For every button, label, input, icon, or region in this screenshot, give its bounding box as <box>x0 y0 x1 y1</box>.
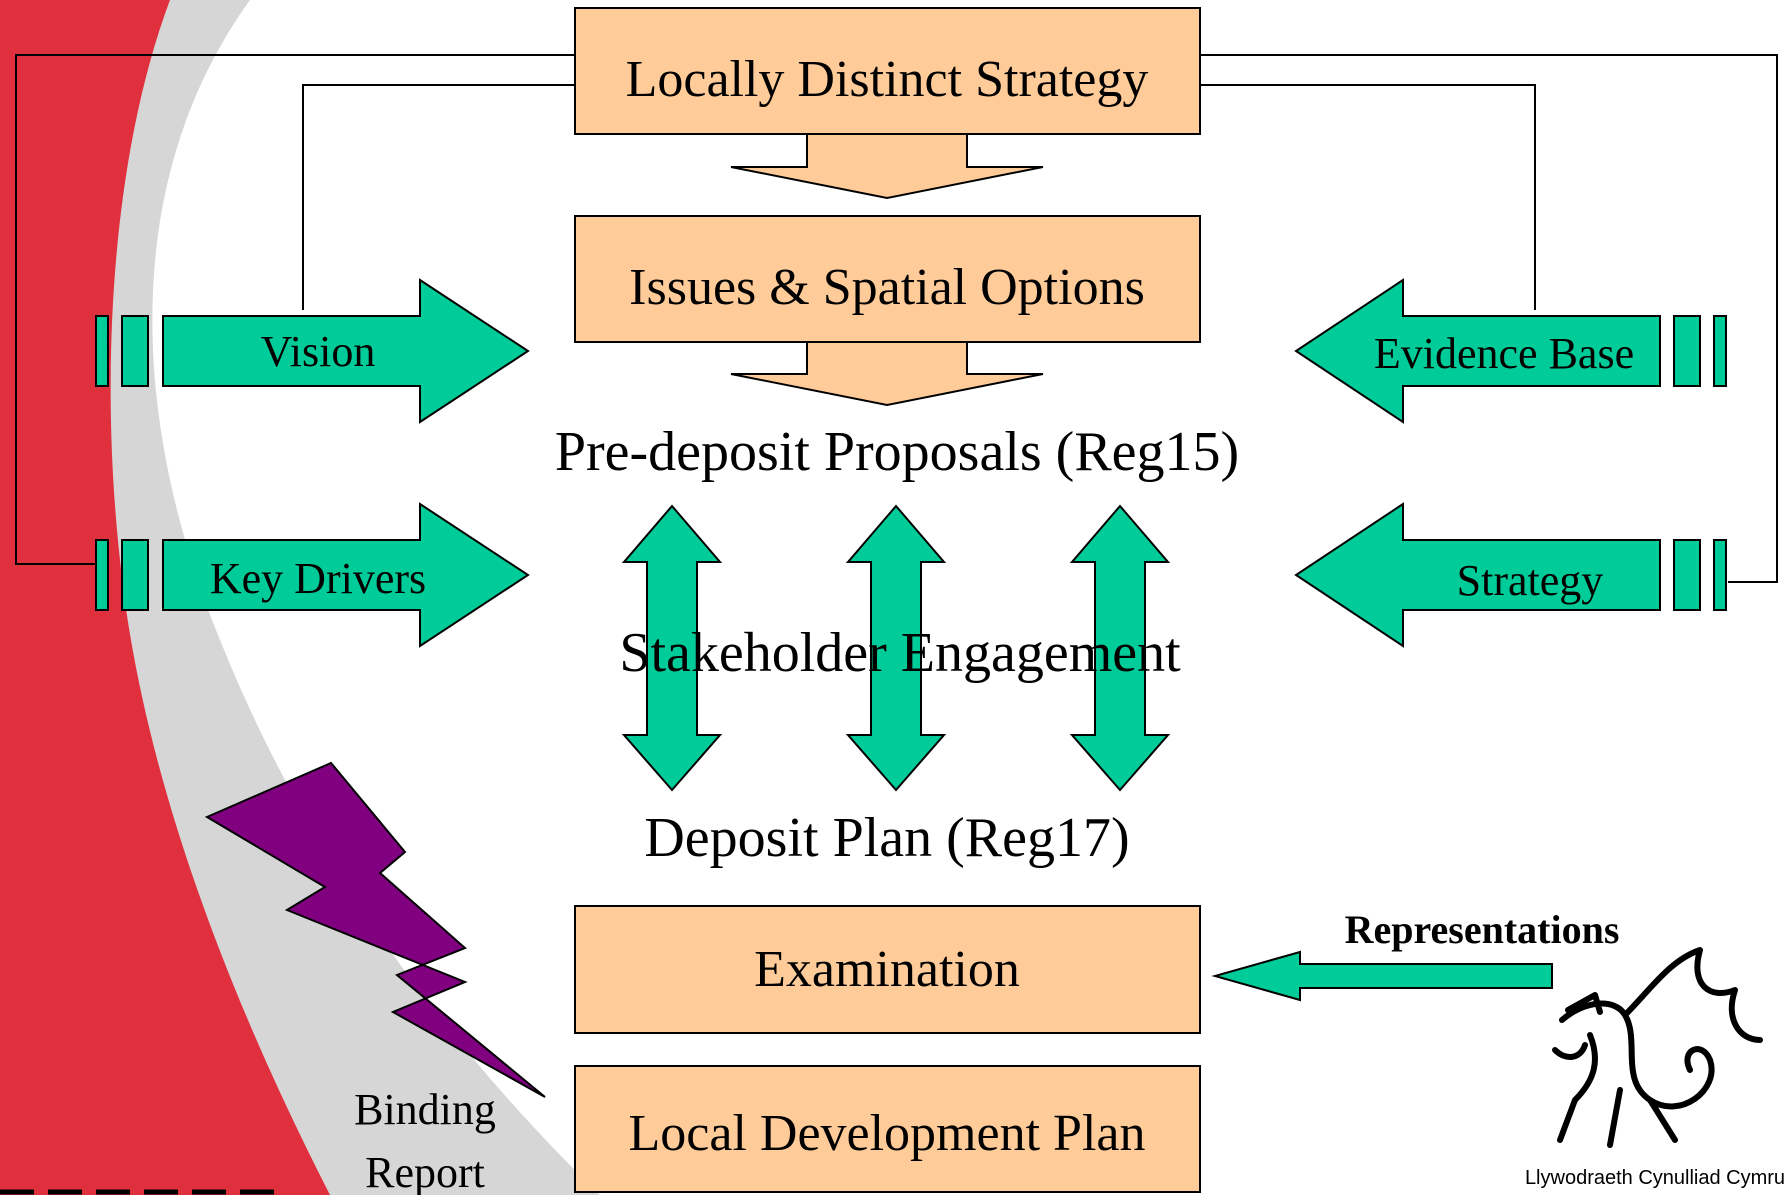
background-grey-swoosh <box>107 0 600 1195</box>
vision-label: Vision <box>261 327 376 376</box>
inner-right-feedback-line <box>1200 84 1536 310</box>
local-development-plan-label: Local Development Plan <box>629 1105 1146 1162</box>
vision-input-arrow: Vision <box>95 278 530 424</box>
background-red-panel <box>0 0 330 1195</box>
evidence-base-label: Evidence Base <box>1374 329 1634 378</box>
binding-report-lightning-icon <box>204 761 546 1098</box>
locally-distinct-strategy-label: Locally Distinct Strategy <box>626 51 1149 108</box>
locally-distinct-strategy-box: Locally Distinct Strategy <box>574 7 1201 135</box>
outer-left-feedback-line <box>15 54 575 565</box>
strategy-arrow-stripe-2 <box>1713 539 1727 611</box>
examination-box: Examination <box>574 905 1201 1034</box>
examination-label: Examination <box>754 941 1020 998</box>
strategy-arrow-body <box>1294 502 1661 648</box>
evidence-base-arrow-body <box>1294 278 1661 424</box>
double-arrow-left <box>621 504 723 792</box>
representations-arrow <box>1211 950 1553 1002</box>
evidence-base-input-arrow: Evidence Base <box>1294 278 1727 424</box>
inner-left-feedback-line <box>302 84 575 310</box>
evidence-base-arrow-stripe-1 <box>1673 315 1701 387</box>
vision-arrow-stripe-2 <box>121 315 149 387</box>
predeposit-proposals-label: Pre-deposit Proposals (Reg15) <box>555 421 1239 483</box>
feedback-lines <box>15 54 1778 583</box>
welsh-dragon-logo: Llywodraeth Cynulliad Cymru <box>1525 947 1785 1189</box>
representations-label: Representations <box>1345 907 1620 952</box>
logo-caption: Llywodraeth Cynulliad Cymru <box>1525 1167 1785 1189</box>
binding-report-label-line1: Binding <box>354 1085 496 1134</box>
strategy-arrow-stripe-1 <box>1673 539 1701 611</box>
background-decoration <box>0 0 600 1195</box>
vision-arrow-body <box>162 278 530 424</box>
local-development-plan-box: Local Development Plan <box>574 1065 1201 1193</box>
double-arrow-right <box>1069 504 1171 792</box>
dragon-icon <box>1552 947 1763 1148</box>
down-arrow-issues-to-predeposit <box>730 341 1044 407</box>
evidence-base-arrow-stripe-2 <box>1713 315 1727 387</box>
key-drivers-arrow-stripe-2 <box>121 539 149 611</box>
key-drivers-label: Key Drivers <box>210 554 426 603</box>
issues-spatial-options-box: Issues & Spatial Options <box>574 215 1201 343</box>
stakeholder-engagement-label: Stakeholder Engagement <box>619 622 1181 684</box>
double-arrow-center <box>845 504 947 792</box>
outer-right-feedback-line <box>1200 54 1778 583</box>
vision-arrow-stripe-1 <box>95 315 109 387</box>
engagement-double-arrows <box>621 504 1171 792</box>
key-drivers-arrow-stripe-1 <box>95 539 109 611</box>
deposit-plan-label: Deposit Plan (Reg17) <box>644 807 1129 869</box>
strategy-input-arrow: Strategy <box>1294 502 1727 648</box>
binding-report-label-line2: Report <box>365 1148 485 1195</box>
strategy-label: Strategy <box>1457 556 1604 605</box>
key-drivers-input-arrow: Key Drivers <box>95 502 530 648</box>
issues-spatial-options-label: Issues & Spatial Options <box>629 259 1145 316</box>
down-arrow-strategy-to-issues <box>730 133 1044 200</box>
key-drivers-arrow-body <box>162 502 530 648</box>
